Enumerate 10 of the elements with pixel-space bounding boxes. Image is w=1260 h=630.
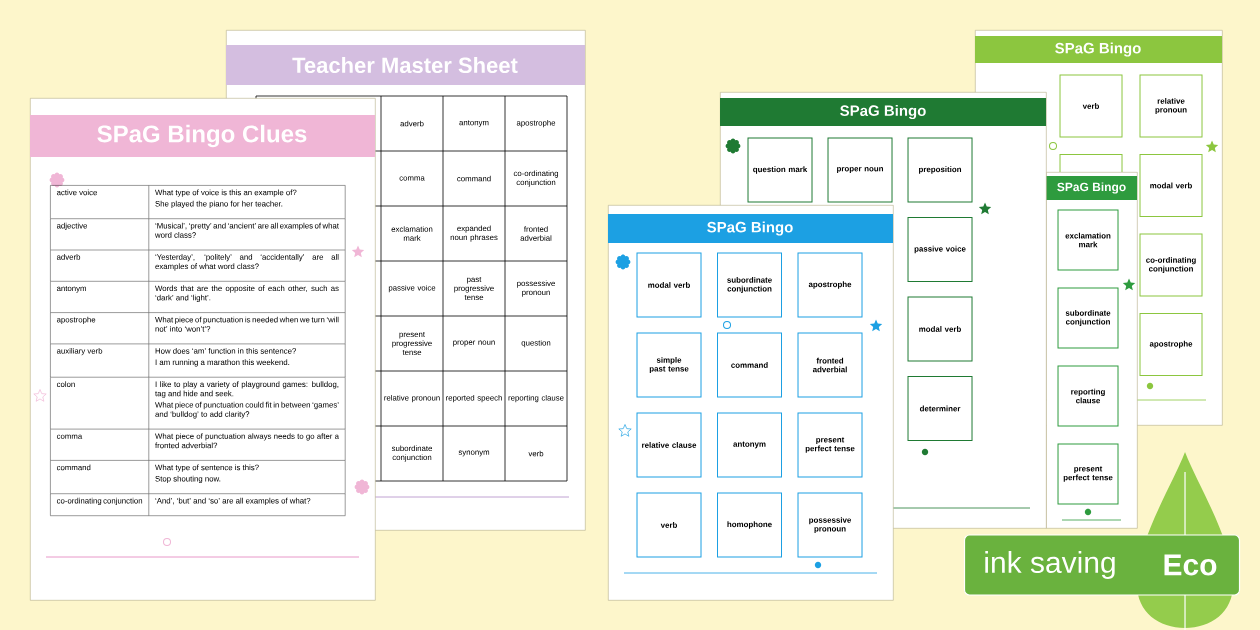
sheet-title: SPaG Bingo: [1057, 182, 1126, 194]
sheet-title: SPaG Bingo: [1055, 42, 1141, 57]
sheet-title: SPaG Bingo Clues: [97, 124, 307, 148]
badge-text: ink saving: [985, 551, 1115, 579]
eco-badge: [963, 534, 1241, 596]
sheet-title: SPaG Bingo: [707, 221, 793, 236]
worksheet: [30, 98, 376, 601]
sheet-title: SPaG Bingo: [840, 105, 926, 120]
sheet-title: Teacher Master Sheet: [292, 56, 518, 74]
badge-text: Eco: [1164, 554, 1217, 576]
